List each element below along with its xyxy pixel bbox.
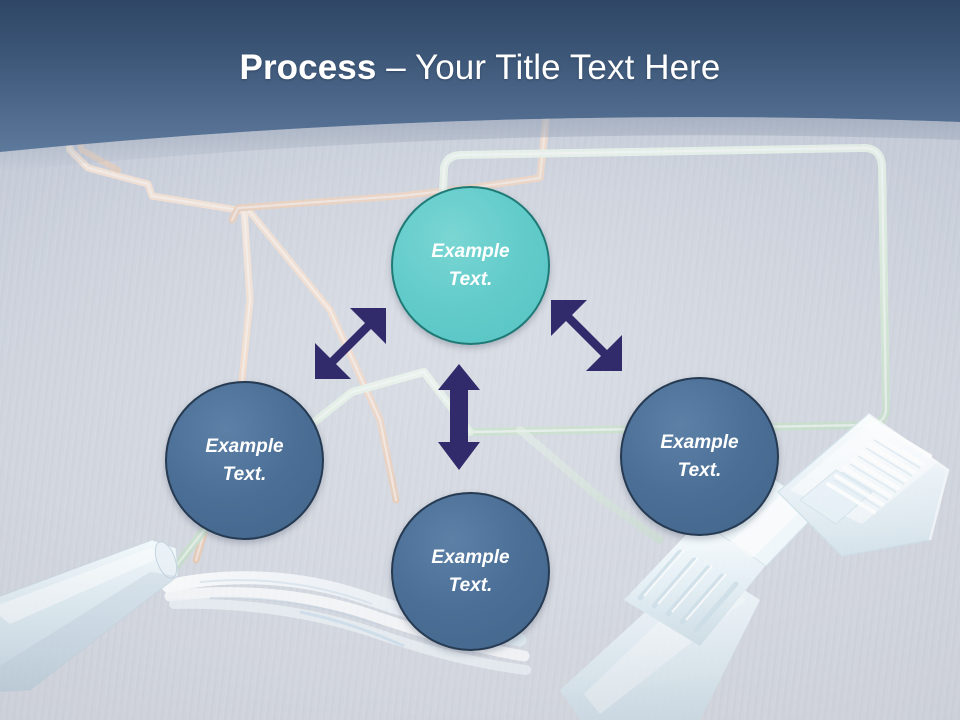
- node-right-line2: Text.: [677, 459, 722, 481]
- node-left-line2: Text.: [222, 463, 267, 485]
- node-top-line2: Text.: [448, 268, 493, 290]
- page-title-bold: Process: [239, 48, 377, 87]
- diagram-node-top[interactable]: Example Text.: [391, 186, 550, 345]
- node-top-line1: Example: [431, 240, 510, 262]
- node-left-line1: Example: [205, 435, 284, 457]
- node-right-line1: Example: [660, 431, 739, 453]
- diagram-node-right[interactable]: Example Text.: [620, 377, 779, 536]
- node-bottom-line1: Example: [431, 546, 510, 568]
- diagram-node-left[interactable]: Example Text.: [165, 381, 324, 540]
- node-bottom-line2: Text.: [448, 574, 493, 596]
- page-title-rest: Your Title Text Here: [415, 48, 721, 87]
- page-title: Process – Your Title Text Here: [0, 46, 960, 90]
- page-title-dash: –: [376, 48, 415, 87]
- diagram-node-bottom[interactable]: Example Text.: [391, 492, 550, 651]
